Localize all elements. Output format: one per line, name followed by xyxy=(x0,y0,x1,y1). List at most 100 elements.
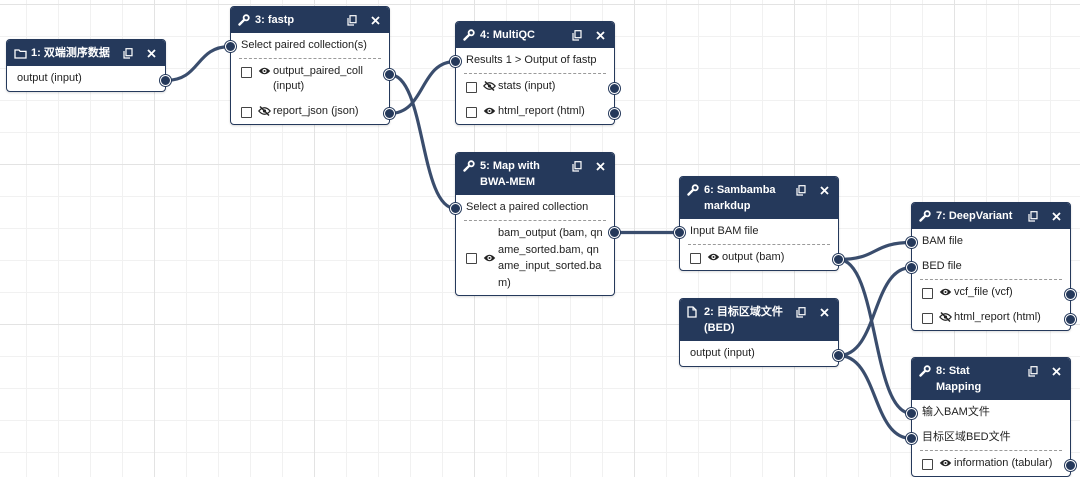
output-label: stats (input) xyxy=(498,80,556,92)
output-checkbox[interactable] xyxy=(241,67,252,78)
output-label: output (input) xyxy=(17,72,82,84)
close-icon[interactable] xyxy=(368,12,382,28)
input-terminal[interactable] xyxy=(225,41,236,52)
eye-icon[interactable] xyxy=(483,253,496,263)
wrench-icon xyxy=(687,182,701,198)
output-label: information (tabular) xyxy=(954,457,1053,469)
output-terminal[interactable] xyxy=(384,69,395,80)
copy-icon[interactable] xyxy=(121,45,135,61)
copy-icon[interactable] xyxy=(570,27,584,43)
close-icon[interactable] xyxy=(144,45,158,61)
node-header[interactable]: 5: Map with BWA-MEM xyxy=(456,153,614,195)
node-title: 1: 双端测序数据 xyxy=(31,47,110,59)
connection-edge[interactable] xyxy=(163,44,233,83)
wrench-icon xyxy=(463,27,477,43)
input-row: BAM file xyxy=(906,229,1070,254)
copy-icon[interactable] xyxy=(794,304,808,320)
input-terminal[interactable] xyxy=(906,237,917,248)
output-terminal[interactable] xyxy=(1065,460,1076,471)
output-checkbox[interactable] xyxy=(466,82,477,93)
output-label: output (bam) xyxy=(722,251,785,263)
node-input-bed[interactable]: 2: 目标区域文件 (BED) output (input) xyxy=(679,298,844,367)
connection-edge[interactable] xyxy=(836,240,914,262)
node-header[interactable]: 3: fastp xyxy=(231,7,389,33)
output-checkbox[interactable] xyxy=(241,107,252,118)
node-deepvariant[interactable]: 7: DeepVariant BAM file BED file vcf_fil… xyxy=(906,202,1076,331)
eye-icon[interactable] xyxy=(258,66,271,76)
output-label: html_report (html) xyxy=(498,105,585,117)
eye-icon[interactable] xyxy=(707,252,720,262)
connection-edge[interactable] xyxy=(836,353,914,441)
node-header[interactable]: 8: Stat Mapping xyxy=(912,358,1070,400)
output-checkbox[interactable] xyxy=(690,253,701,264)
eye-slash-icon[interactable] xyxy=(258,106,271,116)
eye-icon[interactable] xyxy=(483,106,496,116)
input-label: Select a paired collection xyxy=(466,201,589,213)
node-stat-mapping[interactable]: 8: Stat Mapping 输入BAM文件 目标区域BED文件 inform… xyxy=(906,357,1076,477)
node-sambamba-markdup[interactable]: 6: Sambamba markdup Input BAM file outpu… xyxy=(674,176,844,271)
node-multiqc[interactable]: 4: MultiQC Results 1 > Output of fastp s… xyxy=(450,21,620,125)
output-checkbox[interactable] xyxy=(466,252,477,264)
wrench-icon xyxy=(463,158,477,174)
output-label: vcf_file (vcf) xyxy=(954,286,1013,298)
node-bwa-mem[interactable]: 5: Map with BWA-MEM Select a paired coll… xyxy=(450,152,620,296)
node-header[interactable]: 1: 双端测序数据 xyxy=(7,40,165,66)
copy-icon[interactable] xyxy=(345,12,359,28)
output-checkbox[interactable] xyxy=(922,313,933,324)
output-checkbox[interactable] xyxy=(922,459,933,470)
divider xyxy=(920,450,1062,451)
connection-edge[interactable] xyxy=(387,59,458,116)
eye-slash-icon[interactable] xyxy=(939,312,952,322)
output-terminal[interactable] xyxy=(609,83,620,94)
output-terminal[interactable] xyxy=(1065,289,1076,300)
node-header[interactable]: 7: DeepVariant xyxy=(912,203,1070,229)
input-terminal[interactable] xyxy=(906,408,917,419)
output-terminal[interactable] xyxy=(384,108,395,119)
node-header[interactable]: 2: 目标区域文件 (BED) xyxy=(680,299,838,341)
eye-slash-icon[interactable] xyxy=(483,81,496,91)
input-terminal[interactable] xyxy=(906,262,917,273)
node-header[interactable]: 6: Sambamba markdup xyxy=(680,177,838,219)
input-label: Select paired collection(s) xyxy=(241,39,367,51)
wrench-icon xyxy=(238,12,252,28)
input-row: 输入BAM文件 xyxy=(906,400,1070,425)
output-row: output (bam) xyxy=(680,245,844,270)
input-label: BED file xyxy=(922,260,962,272)
connection-edge[interactable] xyxy=(387,72,458,211)
divider xyxy=(920,279,1062,280)
input-terminal[interactable] xyxy=(674,227,685,238)
close-icon[interactable] xyxy=(1049,363,1063,379)
output-row: stats (input) xyxy=(456,74,620,99)
output-label: output (input) xyxy=(690,347,755,359)
output-checkbox[interactable] xyxy=(922,288,933,299)
close-icon[interactable] xyxy=(817,182,831,198)
node-header[interactable]: 4: MultiQC xyxy=(456,22,614,48)
close-icon[interactable] xyxy=(593,158,607,174)
copy-icon[interactable] xyxy=(570,158,584,174)
node-fastp[interactable]: 3: fastp Select paired collection(s) out… xyxy=(225,6,395,125)
node-input-paired-data[interactable]: 1: 双端测序数据 output (input) xyxy=(6,39,171,92)
output-terminal[interactable] xyxy=(1065,314,1076,325)
wrench-icon xyxy=(919,363,933,379)
input-terminal[interactable] xyxy=(450,56,461,67)
connection-edge[interactable] xyxy=(836,265,914,358)
close-icon[interactable] xyxy=(593,27,607,43)
copy-icon[interactable] xyxy=(1026,363,1040,379)
output-terminal[interactable] xyxy=(609,227,620,238)
close-icon[interactable] xyxy=(817,304,831,320)
copy-icon[interactable] xyxy=(1026,208,1040,224)
output-terminal[interactable] xyxy=(833,350,844,361)
close-icon[interactable] xyxy=(1049,208,1063,224)
output-terminal[interactable] xyxy=(160,75,171,86)
copy-icon[interactable] xyxy=(794,182,808,198)
output-terminal[interactable] xyxy=(609,108,620,119)
output-checkbox[interactable] xyxy=(466,107,477,118)
node-title: 4: MultiQC xyxy=(480,29,535,41)
eye-icon[interactable] xyxy=(939,287,952,297)
input-terminal[interactable] xyxy=(906,433,917,444)
node-title: 8: Stat Mapping xyxy=(936,365,982,393)
input-terminal[interactable] xyxy=(450,203,461,214)
output-row: vcf_file (vcf) xyxy=(912,280,1076,305)
connection-edge[interactable] xyxy=(836,257,914,416)
output-terminal[interactable] xyxy=(833,254,844,265)
